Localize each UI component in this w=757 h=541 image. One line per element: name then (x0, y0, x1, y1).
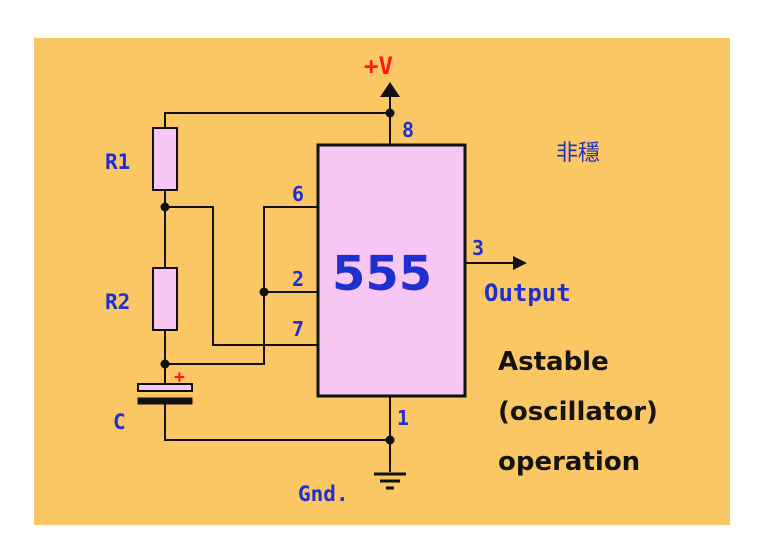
r2-label: R2 (105, 290, 130, 314)
pin-7-label: 7 (292, 317, 304, 341)
description-line-2: (oscillator) (498, 397, 658, 427)
pin-2-label: 2 (292, 267, 304, 291)
chip-label: 555 (332, 246, 432, 302)
wire-c-gnd (164, 403, 390, 441)
cjk-label: 非穩 (556, 141, 600, 166)
output-label: Output (484, 279, 571, 307)
supply-label: +V (364, 52, 393, 80)
junction-dots (160, 108, 395, 445)
pin-3-label: 3 (472, 236, 484, 260)
supply-arrow-icon (380, 82, 400, 97)
description-line-3: operation (498, 447, 640, 477)
pin-1-label: 1 (397, 406, 409, 430)
description-line-1: Astable (498, 347, 609, 377)
wire-discharge (165, 206, 318, 346)
pin-8-label: 8 (402, 118, 414, 142)
capacitor-c (137, 383, 193, 405)
ground-label: Gnd. (298, 482, 349, 506)
resistor-r2 (152, 267, 178, 331)
output-arrow-icon (513, 256, 527, 270)
chip-555 (316, 143, 467, 398)
resistor-r1 (152, 127, 178, 191)
capacitor-polarity-label: + (174, 367, 185, 388)
wire-top-rail (164, 112, 390, 128)
capacitor-label: C (113, 410, 126, 434)
r1-label: R1 (105, 150, 130, 174)
wire-threshold (165, 206, 318, 365)
ground-icon (374, 472, 406, 490)
pin-6-label: 6 (292, 182, 304, 206)
